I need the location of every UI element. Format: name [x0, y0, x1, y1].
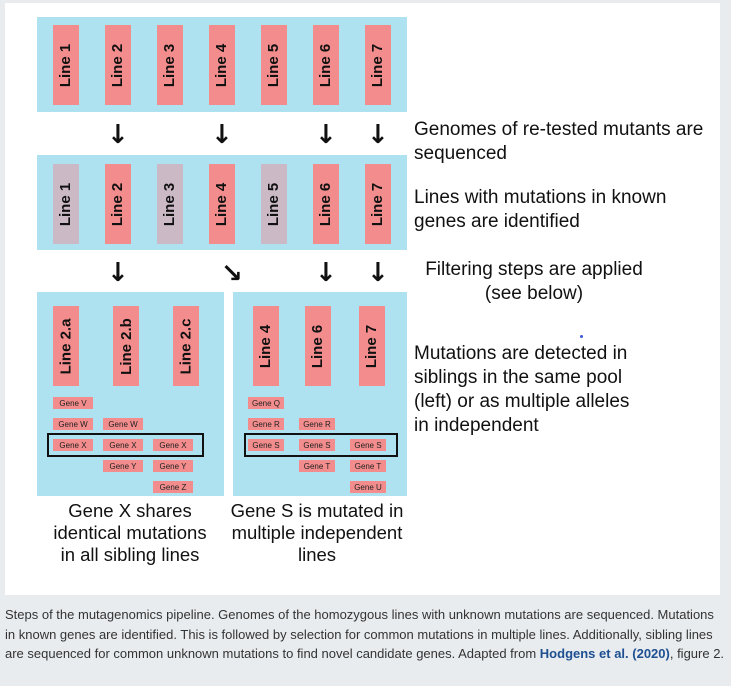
gene-tag: Gene Q	[248, 397, 284, 409]
gene-tag: Gene X	[53, 439, 93, 451]
pipeline-figure: Line 1 Line 2 Line 3 Line 4 Line 5 Line …	[5, 3, 720, 595]
line-box: Line 3	[157, 164, 183, 244]
independent-panel: Line 4 Line 6 Line 7 Gene Q Gene R Gene …	[233, 292, 407, 496]
gene-tag: Gene R	[248, 418, 284, 430]
line-box: Line 2	[105, 25, 131, 105]
line-box: Line 2.b	[113, 306, 139, 386]
line-box: Line 7	[365, 25, 391, 105]
line-box: Line 4	[253, 306, 279, 386]
gene-tag: Gene S	[248, 439, 284, 451]
sibling-caption: Gene X shares identical mutations in all…	[53, 500, 207, 565]
line-box: Line 2.c	[173, 306, 199, 386]
middle-panel: Line 1 Line 2 Line 3 Line 4 Line 5 Line …	[37, 155, 407, 250]
figure-caption: Steps of the mutagenomics pipeline. Geno…	[5, 605, 727, 664]
gene-tag: Gene T	[299, 460, 335, 472]
line-box: Line 5	[261, 164, 287, 244]
diagonal-arrow-icon: ↘	[221, 259, 243, 289]
down-arrow-icon: ↓	[107, 258, 129, 288]
line-box: Line 6	[313, 164, 339, 244]
gene-tag: Gene W	[53, 418, 93, 430]
line-box: Line 7	[359, 306, 385, 386]
gene-tag: Gene Z	[153, 481, 193, 493]
line-box: Line 2	[105, 164, 131, 244]
gene-tag: Gene S	[299, 439, 335, 451]
gene-tag: Gene V	[53, 397, 93, 409]
caption-suffix: , figure 2.	[669, 646, 725, 661]
independent-caption: Gene S is mutated in multiple independen…	[230, 500, 404, 565]
line-box: Line 7	[365, 164, 391, 244]
gene-tag: Gene X	[103, 439, 143, 451]
line-box: Line 2.a	[53, 306, 79, 386]
sibling-panel: Line 2.a Line 2.b Line 2.c Gene V Gene W…	[37, 292, 224, 496]
gene-tag: Gene Y	[103, 460, 143, 472]
down-arrow-icon: ↓	[367, 120, 389, 150]
line-box: Line 6	[313, 25, 339, 105]
gene-tag: Gene W	[103, 418, 143, 430]
stray-dot	[580, 335, 583, 338]
down-arrow-icon: ↓	[315, 120, 337, 150]
step-label-detection: Mutations are detected in siblings in th…	[414, 343, 630, 436]
gene-tag: Gene S	[350, 439, 386, 451]
down-arrow-icon: ↓	[367, 258, 389, 288]
gene-tag: Gene U	[350, 481, 386, 493]
line-box: Line 4	[209, 164, 235, 244]
down-arrow-icon: ↓	[211, 120, 233, 150]
line-box: Line 3	[157, 25, 183, 105]
line-box: Line 5	[261, 25, 287, 105]
gene-tag: Gene T	[350, 460, 386, 472]
down-arrow-icon: ↓	[315, 258, 337, 288]
shared-gene-highlight-box	[47, 433, 204, 457]
line-box: Line 4	[209, 25, 235, 105]
gene-tag: Gene R	[299, 418, 335, 430]
caption-text: Steps of the mutagenomics pipeline. Geno…	[5, 607, 714, 661]
line-box: Line 1	[53, 25, 79, 105]
figure-card: Line 1 Line 2 Line 3 Line 4 Line 5 Line …	[5, 3, 720, 595]
gene-tag: Gene Y	[153, 460, 193, 472]
shared-gene-highlight-box	[244, 433, 398, 457]
step-label-filtering: Filtering steps are applied (see below)	[425, 259, 643, 304]
down-arrow-icon: ↓	[107, 120, 129, 150]
line-box: Line 6	[305, 306, 331, 386]
gene-tag: Gene X	[153, 439, 193, 451]
top-panel: Line 1 Line 2 Line 3 Line 4 Line 5 Line …	[37, 17, 407, 112]
step-label-known-genes: Lines with mutations in known genes are …	[414, 187, 667, 232]
line-box: Line 1	[53, 164, 79, 244]
caption-reference-link[interactable]: Hodgens et al. (2020)	[539, 646, 670, 661]
step-label-sequencing: Genomes of re-tested mutants are sequenc…	[414, 119, 704, 164]
